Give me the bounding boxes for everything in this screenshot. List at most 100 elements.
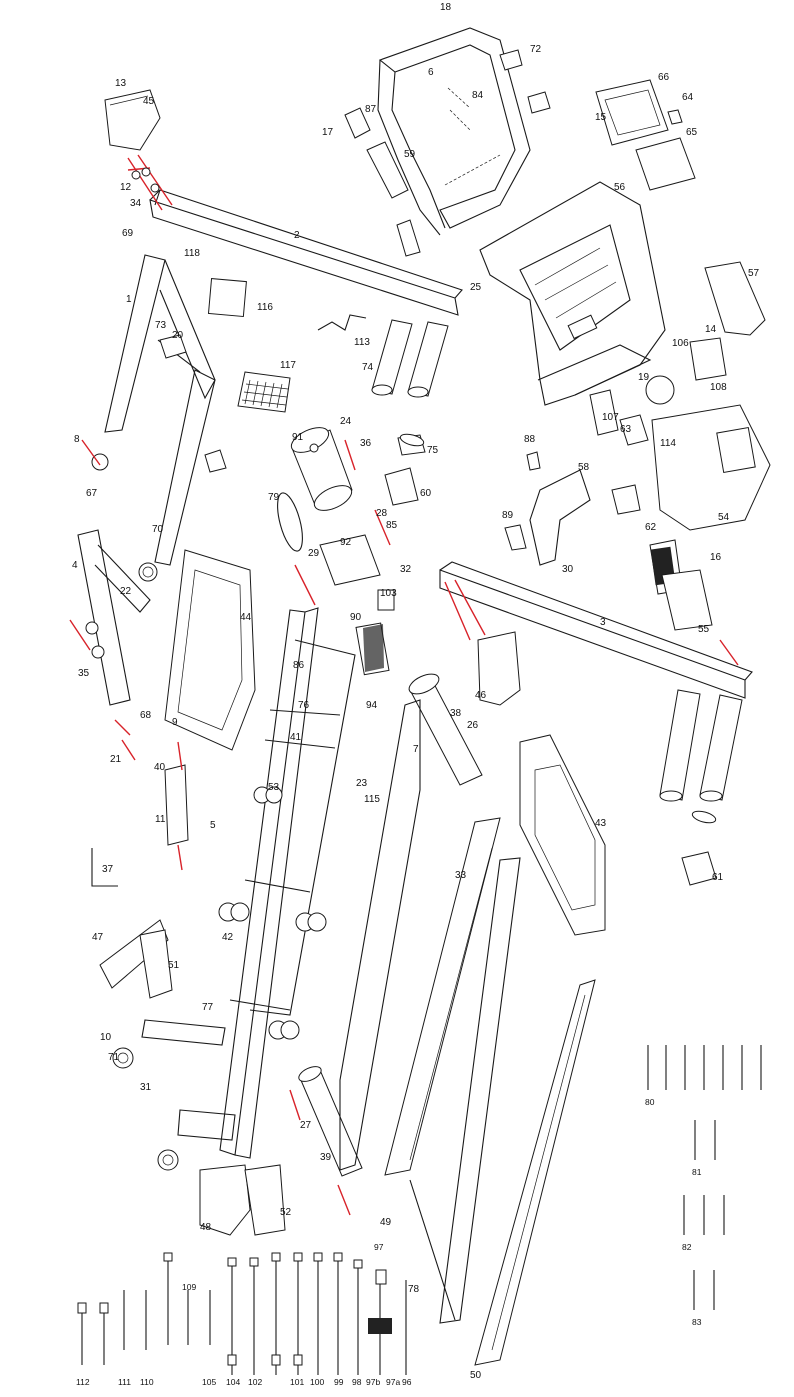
rear-cover-48	[199, 1164, 286, 1236]
callout-5: 5	[210, 820, 216, 831]
cable-113	[317, 314, 367, 331]
callout-58: 58	[578, 462, 590, 473]
callout-17: 17	[322, 127, 334, 138]
callout-86: 86	[293, 660, 305, 671]
handle-small-parts	[344, 49, 551, 257]
callout-48: 48	[200, 1222, 212, 1233]
callout-66: 66	[658, 72, 670, 83]
callout-43: 43	[595, 818, 607, 829]
upright-left	[104, 254, 216, 566]
wheel-71	[112, 1047, 179, 1171]
callout-4: 4	[72, 560, 78, 571]
callout-104: 104	[226, 1377, 240, 1387]
callout-72: 72	[530, 44, 542, 55]
callout-59: 59	[404, 149, 416, 160]
callout-34: 34	[130, 198, 142, 209]
callout-19: 19	[638, 372, 650, 383]
base-foot-left	[77, 453, 158, 706]
callout-39: 39	[320, 1152, 332, 1163]
callout-32: 32	[400, 564, 412, 575]
allen-key	[91, 848, 118, 887]
callout-18: 18	[440, 2, 452, 13]
callout-53: 53	[268, 782, 280, 793]
callout-64: 64	[682, 92, 694, 103]
callout-107: 107	[602, 412, 619, 423]
callout-7: 7	[413, 744, 419, 755]
handlebar-assembly	[377, 27, 531, 236]
main-frame	[141, 607, 356, 1159]
callout-55: 55	[698, 624, 710, 635]
callout-75: 75	[427, 445, 439, 456]
callout-9: 9	[172, 717, 178, 728]
callout-69: 69	[122, 228, 134, 239]
crossbar-left	[149, 189, 463, 316]
rear-foot-left	[99, 919, 173, 999]
callout-113: 113	[354, 337, 370, 348]
callout-70: 70	[152, 524, 164, 535]
motor-controller	[319, 534, 395, 676]
callout-106: 106	[672, 338, 689, 349]
callout-108: 108	[710, 382, 727, 393]
callout-30: 30	[562, 564, 574, 575]
callout-25: 25	[470, 282, 482, 293]
callout-40: 40	[154, 762, 166, 773]
callout-31: 31	[140, 1082, 152, 1093]
callout-82: 82	[682, 1242, 692, 1252]
endcap-left	[104, 89, 161, 151]
callout-101: 101	[290, 1377, 304, 1387]
bolt-row-81	[694, 1120, 716, 1160]
callout-71: 71	[108, 1052, 120, 1063]
callout-110: 110	[140, 1377, 154, 1387]
callout-85: 85	[386, 520, 398, 531]
grid-plate	[237, 371, 291, 413]
console-lower	[589, 337, 771, 631]
callout-6: 6	[428, 67, 434, 78]
callout-100: 100	[310, 1377, 324, 1387]
callout-27: 27	[300, 1120, 312, 1131]
callout-47: 47	[92, 932, 104, 943]
callout-118: 118	[184, 248, 200, 259]
callout-26: 26	[467, 720, 479, 731]
callout-52: 52	[280, 1207, 292, 1218]
hardware-red-left	[127, 154, 173, 211]
callout-98: 98	[352, 1377, 362, 1387]
callout-73: 73	[155, 320, 167, 331]
callout-81: 81	[692, 1167, 702, 1177]
incline-actuator	[164, 741, 189, 871]
callout-23: 23	[356, 778, 368, 789]
callout-24: 24	[340, 416, 352, 427]
callout-46: 46	[475, 690, 487, 701]
callout-28: 28	[376, 508, 388, 519]
crossbar-right	[439, 561, 753, 699]
callout-16: 16	[710, 552, 722, 563]
callout-102: 102	[248, 1377, 262, 1387]
console-side-cover	[704, 261, 766, 336]
callout-42: 42	[222, 932, 234, 943]
callout-2: 2	[294, 230, 300, 241]
callout-1: 1	[126, 294, 132, 305]
side-rail-right	[474, 979, 596, 1366]
callout-105: 105	[202, 1377, 216, 1387]
callout-74: 74	[362, 362, 374, 373]
hardware-red-right	[444, 579, 739, 666]
cover-parts	[159, 278, 247, 473]
console-assembly	[479, 181, 666, 406]
motor-plate	[164, 549, 256, 751]
hardware-red-foot	[69, 439, 136, 761]
callout-65: 65	[686, 127, 698, 138]
callout-61: 61	[712, 872, 724, 883]
callout-115: 115	[364, 794, 380, 805]
grip-end-caps	[399, 433, 717, 824]
callout-76: 76	[298, 700, 310, 711]
callout-21: 21	[110, 754, 122, 765]
callout-62: 62	[645, 522, 657, 533]
callout-79: 79	[268, 492, 280, 503]
callout-67: 67	[86, 488, 98, 499]
side-rail-right-cover	[519, 734, 606, 936]
callout-83: 83	[692, 1317, 702, 1327]
wire-harnesses	[77, 1252, 407, 1375]
callout-77: 77	[202, 1002, 214, 1013]
callout-117: 117	[280, 360, 296, 371]
callout-60: 60	[420, 488, 432, 499]
